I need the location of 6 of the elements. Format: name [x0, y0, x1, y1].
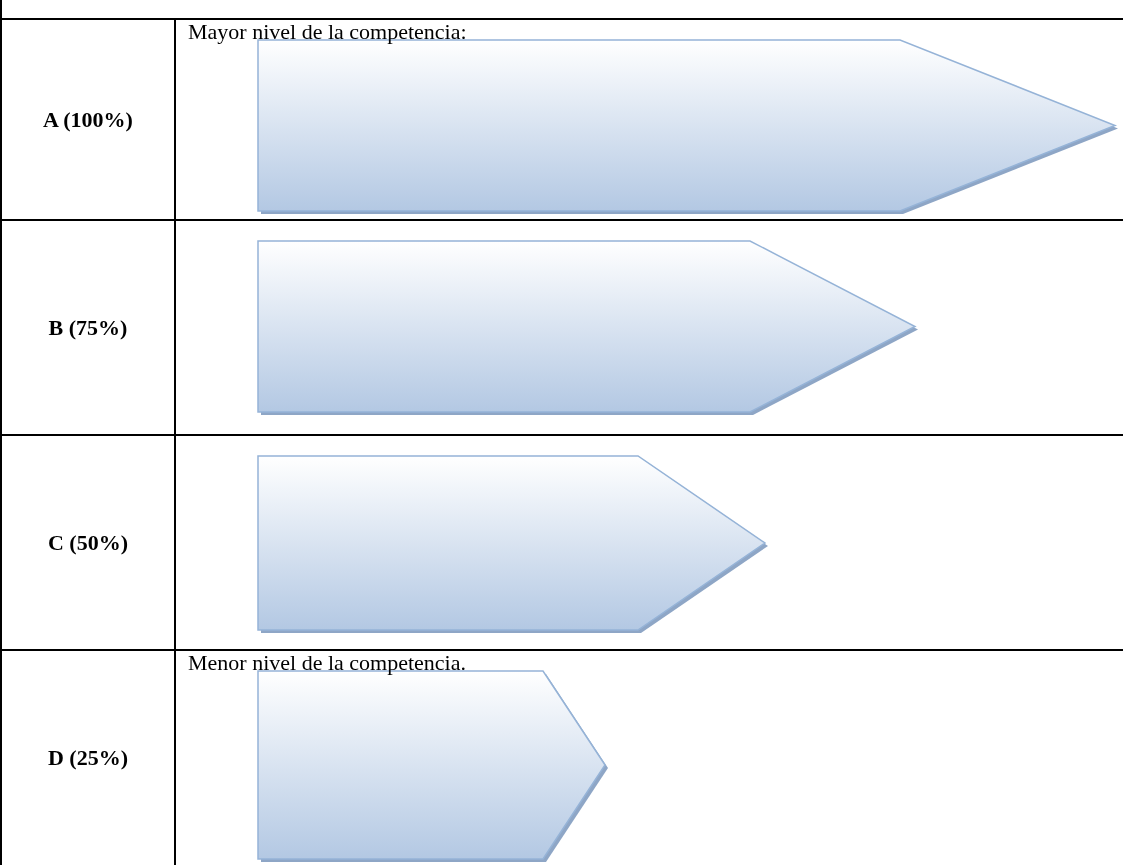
grade-label: B (75%) [47, 313, 129, 342]
grade-label: C (50%) [46, 528, 129, 557]
level-note: Menor nivel de la competencia. [188, 651, 466, 676]
grade-label: A (100%) [43, 105, 133, 134]
level-note: Mayor nivel de la competencia: [188, 20, 467, 45]
grade-label: D (25%) [46, 743, 129, 772]
